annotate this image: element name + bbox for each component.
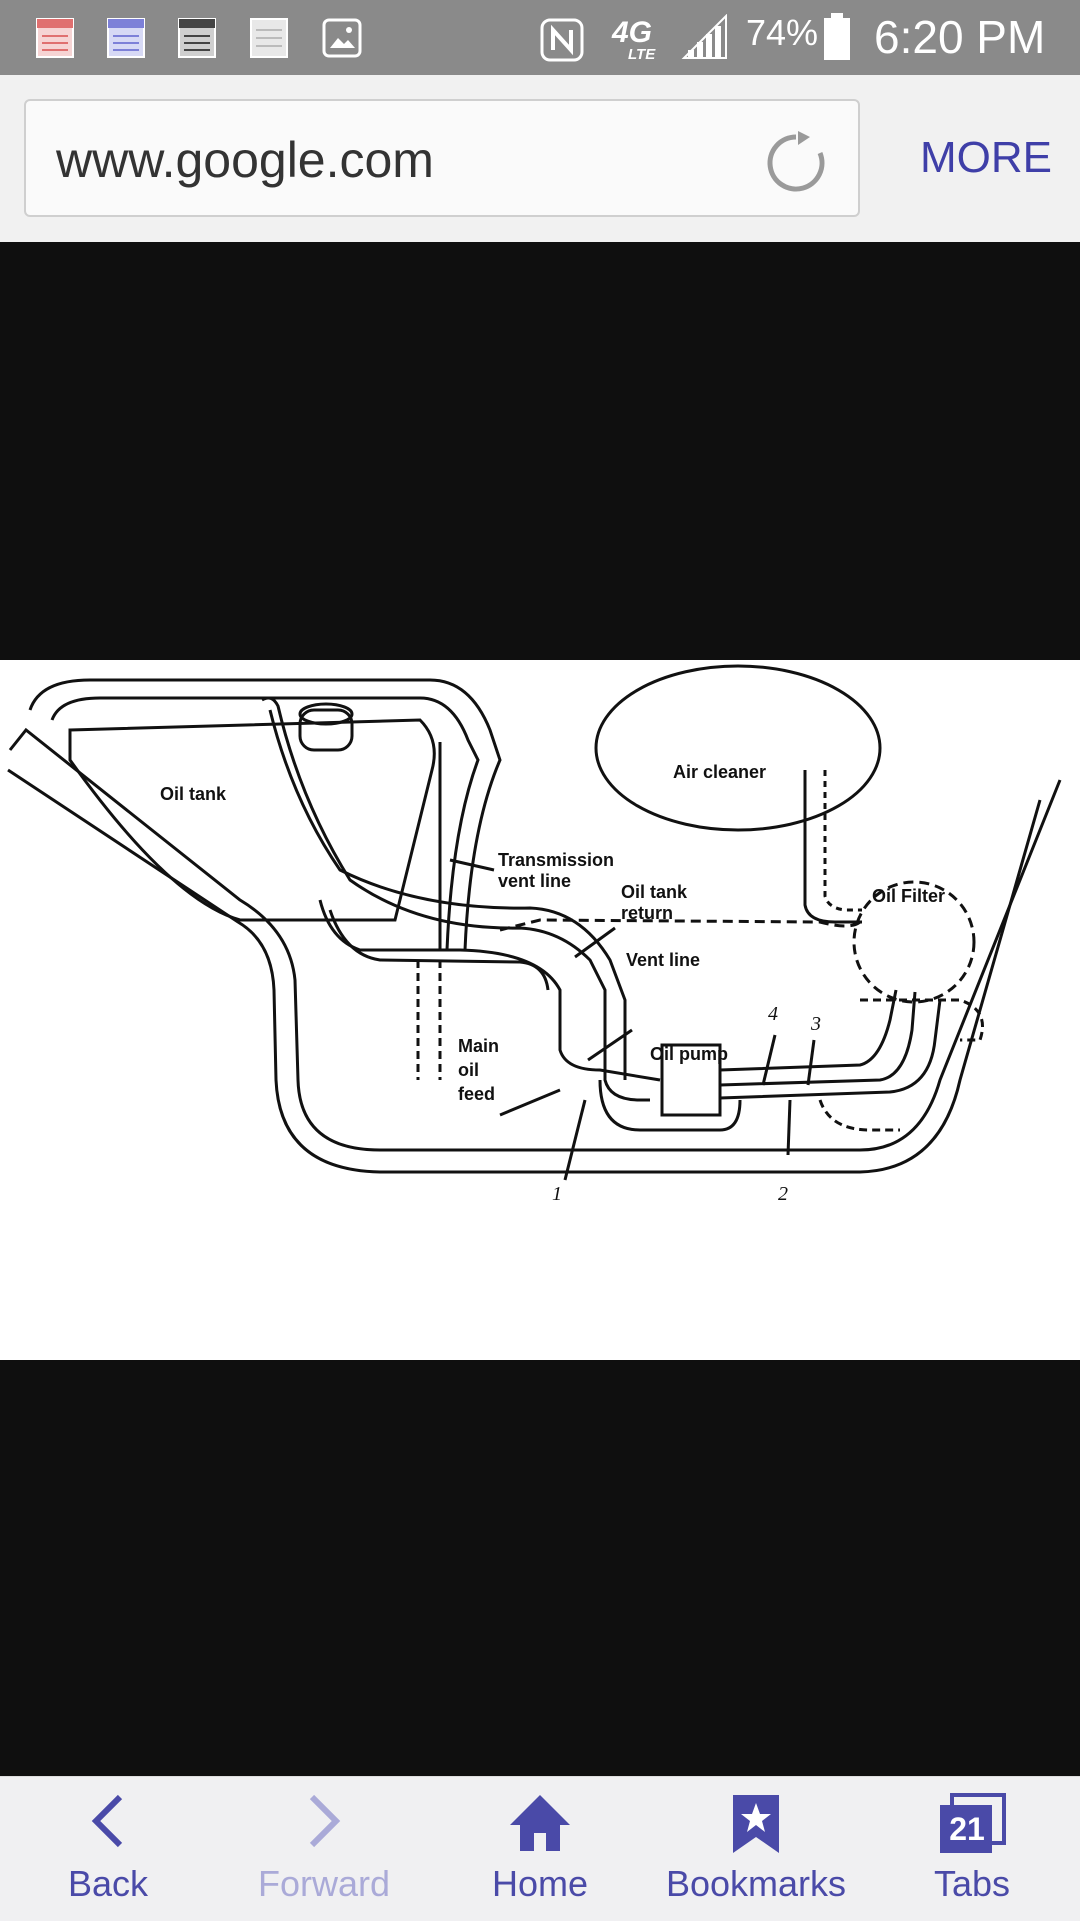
more-button[interactable]: MORE xyxy=(920,133,1052,182)
label-num-2: 2 xyxy=(778,1183,788,1205)
tab-count: 21 xyxy=(949,1811,985,1847)
label-num-4: 4 xyxy=(768,1003,778,1025)
label-oil-pump: Oil pump xyxy=(650,1044,728,1064)
label-oil: oil xyxy=(458,1060,479,1080)
forward-arrow-icon xyxy=(309,1794,341,1848)
label-oil-filter: Oil Filter xyxy=(872,886,945,906)
label-feed: feed xyxy=(458,1084,495,1104)
page-content: Oil tank Air cleaner Oil Filter Transmis… xyxy=(0,242,1080,1776)
battery-icon xyxy=(824,13,850,60)
label-num-1: 1 xyxy=(552,1183,562,1205)
bookmarks-label: Bookmarks xyxy=(665,1863,847,1904)
home-icon xyxy=(510,1795,570,1851)
tabs-label: Tabs xyxy=(933,1863,1011,1904)
notification-doc-blue-icon xyxy=(107,18,145,58)
network-type: 4G xyxy=(612,16,653,49)
label-oil-tank-return-2: return xyxy=(621,903,673,923)
back-label: Back xyxy=(67,1863,149,1904)
forward-button[interactable]: Forward xyxy=(216,1777,432,1921)
signal-icon xyxy=(681,14,727,59)
home-button[interactable]: Home xyxy=(432,1777,648,1921)
oil-system-diagram: Oil tank Air cleaner Oil Filter Transmis… xyxy=(7,664,1062,1205)
label-main: Main xyxy=(458,1036,499,1056)
status-bar: 4G LTE 74% 6:20 PM xyxy=(0,0,1080,75)
label-oil-tank: Oil tank xyxy=(160,784,227,804)
battery-percent: 74% xyxy=(746,12,819,53)
label-oil-tank-return-1: Oil tank xyxy=(621,882,688,902)
bookmarks-button[interactable]: Bookmarks xyxy=(648,1777,864,1921)
notification-doc-plain-icon xyxy=(250,18,288,58)
back-arrow-icon xyxy=(91,1794,123,1848)
tabs-icon xyxy=(940,1793,1006,1853)
label-air-cleaner: Air cleaner xyxy=(673,762,766,782)
label-num-3: 3 xyxy=(810,1013,821,1035)
label-vent-line-1: vent line xyxy=(498,871,571,891)
address-bar[interactable]: www.google.com xyxy=(24,99,860,217)
url-text[interactable]: www.google.com xyxy=(56,132,434,188)
tabs-button[interactable]: 21 Tabs xyxy=(864,1777,1080,1921)
back-button[interactable]: Back xyxy=(0,1777,216,1921)
reload-icon[interactable] xyxy=(764,131,828,195)
notification-image-icon xyxy=(322,18,362,58)
forward-label: Forward xyxy=(257,1863,391,1904)
bottom-navigation: Back Forward Home Bookmarks 21 Tabs xyxy=(0,1776,1080,1921)
nfc-icon xyxy=(540,18,584,62)
browser-toolbar: www.google.com MORE xyxy=(0,75,1080,243)
label-vent-line: Vent line xyxy=(626,950,700,970)
bookmark-icon xyxy=(733,1795,779,1853)
notification-doc-red-icon xyxy=(36,18,74,58)
oil-system-diagram-image[interactable]: Oil tank Air cleaner Oil Filter Transmis… xyxy=(0,660,1080,1360)
home-label: Home xyxy=(491,1863,589,1904)
clock: 6:20 PM xyxy=(874,11,1046,63)
label-transmission: Transmission xyxy=(498,850,614,870)
network-lte: LTE xyxy=(628,46,656,63)
notification-doc-dark-icon xyxy=(178,18,216,58)
